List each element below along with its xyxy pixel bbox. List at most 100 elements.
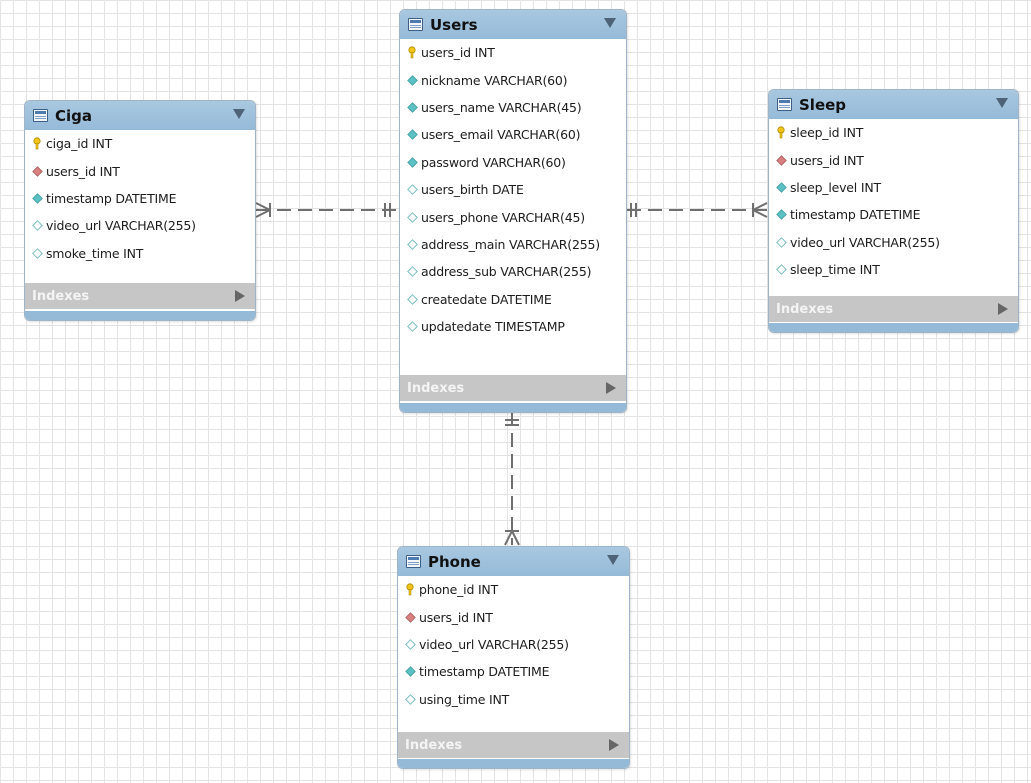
column-row[interactable]: updatedate TIMESTAMP — [400, 313, 626, 340]
table-ciga-footer — [25, 311, 255, 320]
relationship-users-phone[interactable] — [504, 412, 520, 546]
relationship-users-ciga[interactable] — [255, 202, 398, 218]
primary-key-icon — [31, 137, 43, 150]
column-row[interactable]: using_time INT — [398, 686, 629, 713]
column-label: address_sub VARCHAR(255) — [421, 264, 592, 280]
expand-arrow-icon[interactable] — [235, 290, 245, 302]
table-sleep[interactable]: Sleep sleep_id INT users_id INT sleep_leve… — [768, 89, 1019, 333]
expand-arrow-icon[interactable] — [609, 739, 619, 751]
column-row[interactable]: users_id INT — [398, 603, 629, 630]
table-users-header[interactable]: Users — [400, 10, 626, 39]
table-sleep-columns: sleep_id INT users_id INT sleep_level INT t… — [769, 119, 1018, 283]
column-label: users_email VARCHAR(60) — [421, 127, 581, 143]
column-row[interactable]: users_id INT — [25, 157, 255, 184]
collapse-toggle-icon[interactable] — [607, 555, 619, 565]
column-row[interactable]: timestamp DATETIME — [769, 201, 1018, 228]
table-users-indexes[interactable]: Indexes — [400, 375, 626, 401]
crows-foot-sleep-top — [752, 202, 768, 211]
column-row[interactable]: createdate DATETIME — [400, 286, 626, 313]
primary-key-icon — [404, 583, 416, 596]
indexed-column-icon — [31, 192, 43, 204]
table-icon — [408, 18, 423, 31]
column-label: users_id INT — [790, 152, 864, 168]
indexes-label: Indexes — [407, 380, 465, 396]
column-row[interactable]: users_name VARCHAR(45) — [400, 94, 626, 121]
column-label: sleep_time INT — [790, 262, 880, 278]
column-row[interactable]: video_url VARCHAR(255) — [25, 212, 255, 239]
nullable-column-icon — [775, 236, 787, 248]
nullable-column-icon — [775, 264, 787, 276]
column-label: video_url VARCHAR(255) — [790, 234, 940, 250]
nullable-column-icon — [404, 638, 416, 650]
column-row[interactable]: address_sub VARCHAR(255) — [400, 258, 626, 285]
indexed-column-icon — [406, 129, 418, 141]
column-row[interactable]: users_email VARCHAR(60) — [400, 121, 626, 148]
crows-foot-sleep-bottom — [752, 209, 768, 218]
indexed-column-icon — [775, 181, 787, 193]
column-label: users_birth DATE — [421, 182, 524, 198]
table-phone-header[interactable]: Phone — [398, 547, 629, 576]
foreign-key-icon — [775, 154, 787, 166]
column-row[interactable]: address_main VARCHAR(255) — [400, 231, 626, 258]
column-row[interactable]: timestamp DATETIME — [398, 658, 629, 685]
table-phone-indexes[interactable]: Indexes — [398, 732, 629, 758]
column-label: timestamp DATETIME — [790, 207, 921, 223]
nullable-column-icon — [31, 247, 43, 259]
column-label: users_phone VARCHAR(45) — [421, 209, 585, 225]
indexed-column-icon — [404, 666, 416, 678]
expand-arrow-icon[interactable] — [606, 382, 616, 394]
column-label: password VARCHAR(60) — [421, 154, 566, 170]
column-row[interactable]: sleep_id INT — [769, 119, 1018, 146]
expand-arrow-icon[interactable] — [998, 303, 1008, 315]
crows-foot-ciga-top — [255, 202, 271, 211]
indexed-column-icon — [406, 74, 418, 86]
collapse-toggle-icon[interactable] — [996, 98, 1008, 108]
column-label: ciga_id INT — [46, 136, 113, 152]
column-row[interactable]: video_url VARCHAR(255) — [769, 229, 1018, 256]
table-sleep-indexes[interactable]: Indexes — [769, 296, 1018, 322]
column-row[interactable]: users_phone VARCHAR(45) — [400, 203, 626, 230]
table-sleep-header[interactable]: Sleep — [769, 90, 1018, 119]
column-label: nickname VARCHAR(60) — [421, 72, 568, 88]
column-row[interactable]: sleep_level INT — [769, 174, 1018, 201]
nullable-column-icon — [31, 220, 43, 232]
collapse-toggle-icon[interactable] — [604, 18, 616, 28]
table-icon — [406, 555, 421, 568]
nullable-column-icon — [406, 321, 418, 333]
indexed-column-icon — [775, 209, 787, 221]
column-row[interactable]: password VARCHAR(60) — [400, 149, 626, 176]
column-row[interactable]: sleep_time INT — [769, 256, 1018, 283]
table-users-columns: users_id INT nickname VARCHAR(60) users_na… — [400, 39, 626, 340]
column-row[interactable]: timestamp DATETIME — [25, 185, 255, 212]
table-icon — [33, 109, 48, 122]
column-row[interactable]: users_id INT — [400, 39, 626, 66]
nullable-column-icon — [406, 211, 418, 223]
relationship-users-sleep[interactable] — [627, 202, 768, 218]
table-users-footer — [400, 403, 626, 412]
nullable-column-icon — [406, 266, 418, 278]
indexed-column-icon — [406, 101, 418, 113]
table-phone-footer — [398, 759, 629, 768]
column-label: phone_id INT — [419, 582, 499, 598]
column-label: users_id INT — [419, 609, 493, 625]
column-row[interactable]: smoke_time INT — [25, 240, 255, 267]
column-label: video_url VARCHAR(255) — [419, 636, 569, 652]
column-row[interactable]: nickname VARCHAR(60) — [400, 66, 626, 93]
column-row[interactable]: phone_id INT — [398, 576, 629, 603]
primary-key-icon — [775, 126, 787, 139]
table-sleep-footer — [769, 323, 1018, 332]
table-ciga-header[interactable]: Ciga — [25, 101, 255, 130]
column-label: sleep_level INT — [790, 179, 881, 195]
collapse-toggle-icon[interactable] — [233, 109, 245, 119]
column-row[interactable]: ciga_id INT — [25, 130, 255, 157]
foreign-key-icon — [404, 611, 416, 623]
column-row[interactable]: video_url VARCHAR(255) — [398, 631, 629, 658]
column-row[interactable]: users_birth DATE — [400, 176, 626, 203]
table-ciga-indexes[interactable]: Indexes — [25, 283, 255, 309]
column-row[interactable]: users_id INT — [769, 146, 1018, 173]
table-phone[interactable]: Phone phone_id INT users_id INT video_url … — [397, 546, 630, 769]
column-label: updatedate TIMESTAMP — [421, 319, 565, 335]
